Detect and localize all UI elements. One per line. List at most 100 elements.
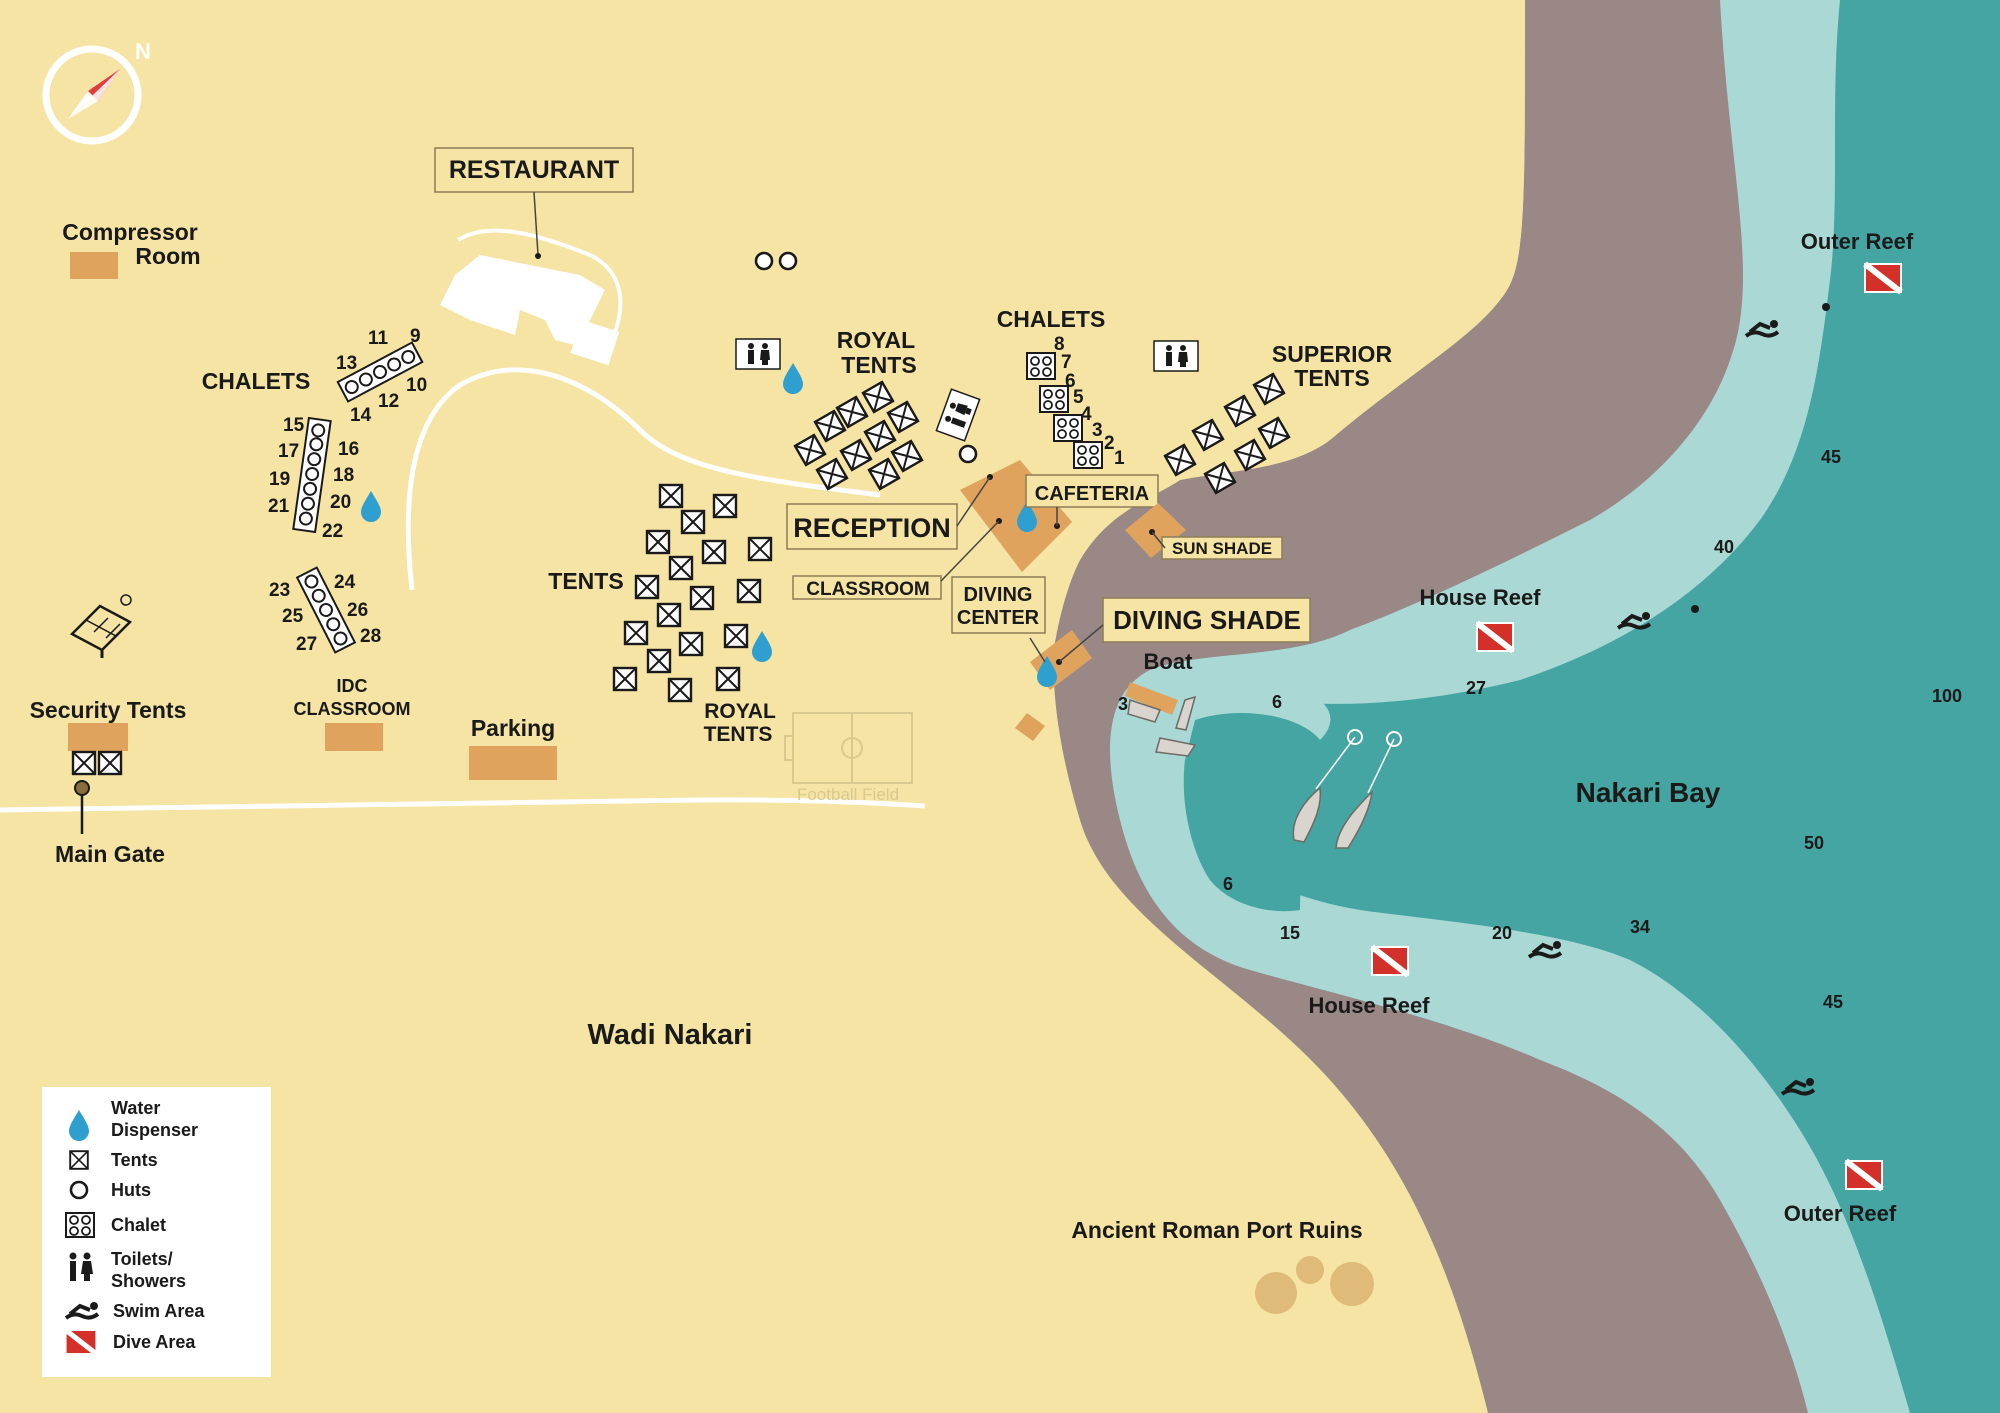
jetty-small [1015, 713, 1045, 741]
parking-area [469, 746, 557, 780]
deep-water-bay [1188, 0, 2000, 1413]
chalet-number: 1 [1114, 448, 1125, 469]
legend: Water Dispenser Tents Huts Chalet Toilet… [42, 1087, 271, 1377]
chalet-number: 12 [378, 391, 399, 412]
royal-tents-north-label-2: TENTS [841, 352, 916, 378]
chalet-number: 11 [368, 328, 389, 349]
boat-icon [1127, 695, 1374, 849]
superior-tents-label-1: SUPERIOR [1272, 341, 1393, 367]
chalet-number: 2 [1104, 433, 1115, 454]
sun-shade [1125, 503, 1186, 558]
outer-reef-north-label: Outer Reef [1801, 229, 1914, 254]
chalet-number: 4 [1081, 404, 1092, 425]
depth-label: 100 [1932, 686, 1962, 706]
compressor-label-2: Room [135, 243, 200, 269]
chalet-number: 8 [1054, 334, 1065, 355]
diving-center-label-2: CENTER [957, 607, 1040, 629]
legend-label: Toilets/ [111, 1249, 173, 1269]
hut-icon [754, 251, 774, 271]
legend-label: Water [111, 1098, 160, 1118]
chalet-number: 6 [1065, 371, 1076, 392]
chalet-number: 16 [338, 439, 359, 460]
house-reef-south-label: House Reef [1308, 993, 1430, 1018]
ruins-label: Ancient Roman Port Ruins [1071, 1217, 1362, 1243]
depth-label: 45 [1823, 992, 1843, 1012]
security-building [68, 723, 128, 751]
legend-label: Swim Area [113, 1301, 205, 1321]
cafeteria-label: CAFETERIA [1035, 483, 1149, 505]
depth-label: 50 [1804, 833, 1824, 853]
chalet-number: 15 [283, 415, 305, 436]
classroom-label-box [792, 575, 942, 600]
chalet-number: 25 [282, 606, 304, 627]
legend-label: Huts [111, 1180, 151, 1200]
bay-label: Nakari Bay [1576, 777, 1721, 808]
royal-tents-south-label-2: TENTS [704, 723, 773, 746]
dive-flag-icon [1477, 623, 1513, 651]
idc-label-2: CLASSROOM [294, 699, 411, 719]
cafeteria-label-box [1025, 474, 1159, 508]
depth-label: 40 [1714, 537, 1734, 557]
chalet-number: 9 [410, 326, 421, 347]
chalet-number: 18 [333, 465, 354, 486]
outer-reef-south-label: Outer Reef [1784, 1201, 1897, 1226]
compass-icon [42, 45, 142, 145]
chalet-row-middle [292, 416, 332, 534]
parking-label: Parking [471, 715, 555, 741]
toilet-icon [1153, 340, 1199, 372]
chalet-row-north [336, 341, 424, 403]
depth-label: 27 [1466, 678, 1486, 698]
solar-panel-icon [69, 594, 133, 658]
boat-dock [1125, 682, 1178, 715]
compressor-room [70, 252, 118, 279]
royal-tents-south-label-1: ROYAL [704, 700, 776, 723]
chalet-number: 13 [336, 353, 357, 374]
chalet-icon [65, 1212, 95, 1238]
compass-north-label: N [135, 39, 151, 64]
chalet-number: 10 [406, 375, 427, 396]
royal-tents-north-label-1: ROYAL [837, 327, 915, 353]
main-road [0, 797, 926, 813]
chalet-number: 23 [269, 580, 290, 601]
hut-icon [778, 251, 798, 271]
restaurant-label-box [434, 147, 634, 193]
chalet-number: 20 [330, 492, 351, 513]
depth-label: 45 [1821, 447, 1841, 467]
sun-shade-label: SUN SHADE [1172, 539, 1272, 558]
dive-flag-icon [1372, 947, 1408, 975]
depth-label: 6 [1272, 692, 1282, 712]
reception-label-box [786, 503, 958, 550]
land-shore [0, 0, 1525, 1413]
dive-flag-icon [66, 1330, 97, 1354]
tent-icon [69, 1150, 89, 1170]
chalet-number: 24 [334, 572, 356, 593]
lagoon-deep [1183, 712, 1320, 912]
diving-shade-label-box [1102, 597, 1311, 643]
chalets-east-label: CHALETS [997, 306, 1106, 332]
hut-icon [69, 1180, 89, 1200]
chalet-number: 17 [278, 441, 299, 462]
chalet-number: 27 [296, 634, 317, 655]
chalet-number: 21 [268, 496, 290, 517]
chalet-number: 26 [347, 600, 368, 621]
tent-icon [71, 750, 97, 776]
legend-label: Dispenser [111, 1120, 198, 1140]
dive-flag-icon [1846, 1161, 1882, 1189]
chalet-number: 19 [269, 469, 290, 490]
legend-label: Dive Area [113, 1332, 196, 1352]
idc-label-1: IDC [337, 676, 368, 696]
diving-shade-label: DIVING SHADE [1113, 605, 1301, 635]
reception-label: RECEPTION [793, 513, 951, 543]
tent-icon [97, 750, 123, 776]
chalet-column-east [1026, 352, 1103, 469]
classroom-label: CLASSROOM [806, 579, 930, 600]
football-field-label: Football Field [797, 785, 899, 804]
house-reef-north-label: House Reef [1419, 585, 1541, 610]
superior-tents-label-2: TENTS [1294, 365, 1369, 391]
inner-road [405, 367, 881, 591]
chalet-number: 7 [1061, 352, 1072, 373]
hut-icon [958, 444, 978, 464]
restaurant-building [440, 228, 623, 366]
chalet-row-south [295, 566, 357, 654]
